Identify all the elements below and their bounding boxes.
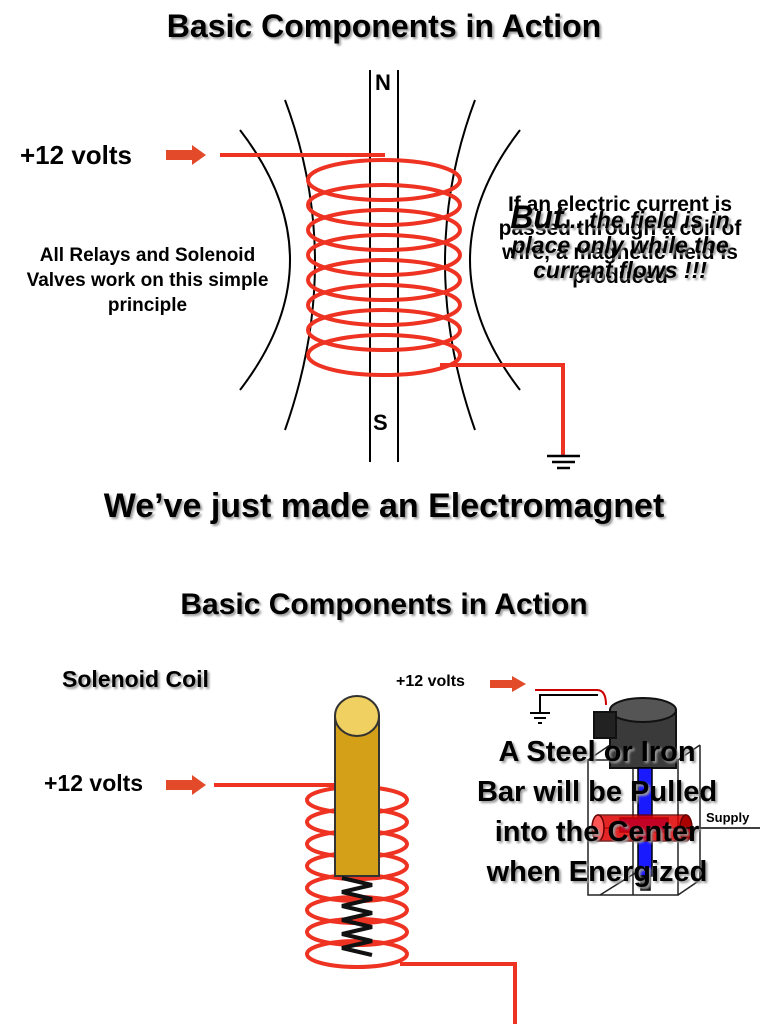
valve-port (591, 814, 760, 842)
caption-line: Bar will be Pulled (476, 776, 718, 808)
voltage-label-2: +12 volts (44, 770, 144, 796)
but-text: ... the field is in place only while the… (511, 207, 730, 283)
but-word: But (510, 199, 564, 235)
slide1-title: Basic Components in Action (166, 8, 602, 44)
solenoid-coil-label: Solenoid Coil (62, 666, 209, 692)
caption-line: when Energized (486, 856, 708, 888)
voltage-label-1: +12 volts (20, 140, 133, 170)
pole-south-label: S (373, 410, 388, 435)
valve-wiring (535, 689, 607, 712)
ground-symbol-1 (547, 454, 580, 470)
principle-text: All Relays and Solenoid Valves work on t… (26, 245, 269, 316)
current-explanation: If an electric current is passed through… (498, 193, 742, 288)
ground-symbol-2 (530, 712, 550, 724)
caption-line: into the Center (494, 816, 700, 848)
but-statement: But... the field is in place only while … (480, 201, 760, 283)
pull-caption: A Steel or Iron Bar will be Pulled into … (447, 732, 747, 892)
voltage-arrow-2 (166, 775, 206, 795)
voltage-arrow-3 (490, 676, 526, 692)
supply-label: Supply (706, 810, 750, 825)
voltage-label-3: +12 volts (396, 673, 465, 690)
coil-1 (220, 153, 565, 455)
slide2-title: Basic Components in Action (180, 588, 588, 621)
return-spring (341, 876, 373, 957)
pole-north-label: N (375, 70, 391, 95)
voltage-arrow-1 (166, 145, 206, 165)
steel-plunger (334, 695, 380, 877)
caption-line: A Steel or Iron (498, 736, 696, 768)
electromagnet-conclusion: We’ve just made an Electromagnet (103, 487, 665, 525)
